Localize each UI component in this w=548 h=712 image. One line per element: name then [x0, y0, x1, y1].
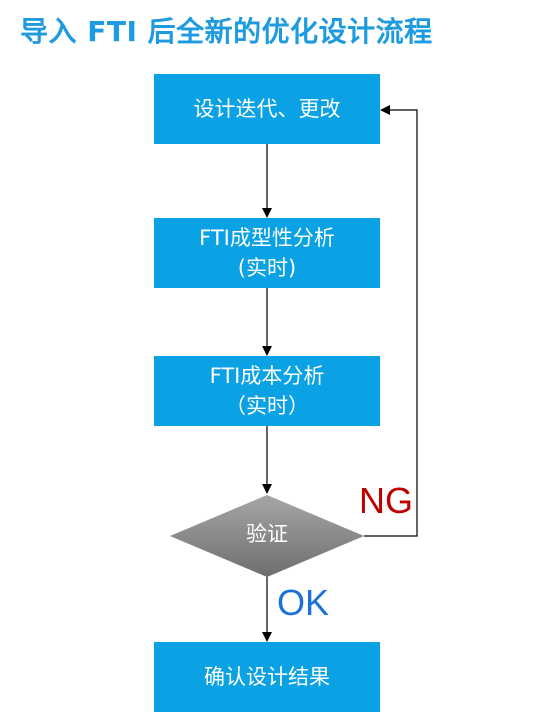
step-sublabel: （实时）: [225, 394, 309, 418]
page-title: 导入 FTI 后全新的优化设计流程: [20, 15, 433, 48]
step-confirm-design-result: 确认设计结果: [154, 642, 380, 712]
step-design-iteration: 设计迭代、更改: [154, 74, 380, 144]
step-sublabel: (实时): [237, 256, 297, 280]
step-label: 确认设计结果: [204, 665, 330, 689]
verify-decision-diamond: [170, 495, 364, 577]
ng-edge-label: NG: [359, 480, 413, 521]
step-label: FTI成型性分析: [199, 226, 335, 250]
step-label: 设计迭代、更改: [193, 97, 341, 121]
arrow-ng-loop: [364, 105, 418, 537]
ok-edge-label: OK: [277, 582, 330, 623]
step-fti-formability-analysis: FTI成型性分析 (实时): [154, 218, 380, 288]
step-label: FTI成本分析: [209, 364, 325, 388]
verify-label: 验证: [246, 522, 288, 546]
step-fti-cost-analysis: FTI成本分析 （实时）: [154, 356, 380, 426]
